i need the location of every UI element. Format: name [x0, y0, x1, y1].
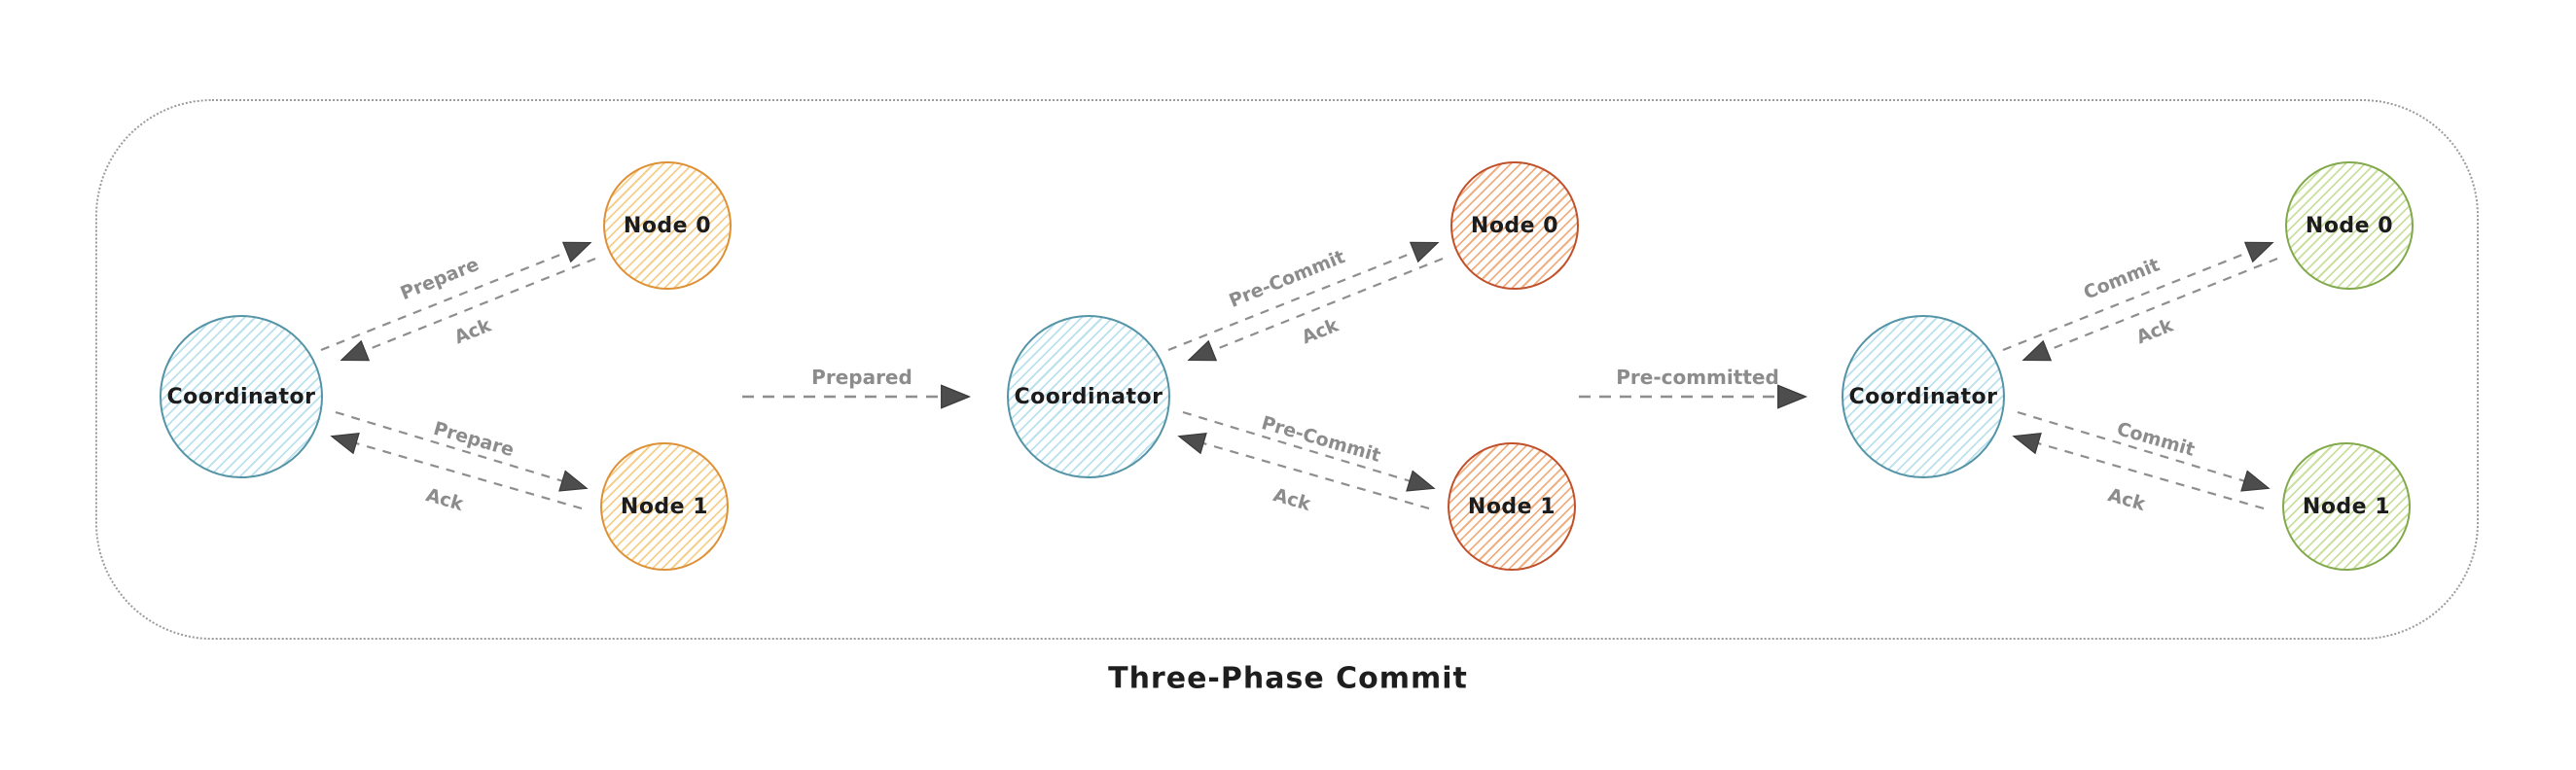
phase3-coordinator-label: Coordinator	[1848, 384, 1998, 409]
phase2-coordinator-node: Coordinator	[1007, 315, 1170, 478]
phase2-send-arrow-node1	[1182, 410, 1433, 488]
transition-label-prepared: Prepared	[811, 366, 912, 389]
phase3-coordinator-node: Coordinator	[1842, 315, 2005, 478]
phase1-node-1: Node 1	[600, 442, 729, 571]
phase3-send-arrow-node1	[2017, 410, 2268, 488]
phase3-ack-arrow-node0	[2024, 257, 2278, 360]
phase1-node-0-label: Node 0	[623, 213, 712, 238]
phase1-send-arrow-node1	[335, 410, 586, 488]
phase2-node-1-label: Node 1	[1467, 494, 1556, 519]
phase2-ack-arrow-node0	[1190, 257, 1444, 360]
phase3-node-0-label: Node 0	[2305, 213, 2394, 238]
phase1-ack-arrow-node1	[333, 437, 583, 510]
phase2-node-0-label: Node 0	[1470, 213, 1559, 238]
phase1-node-1-label: Node 1	[620, 494, 709, 519]
transition-label-precommitted: Pre-committed	[1616, 366, 1779, 389]
phase3-node-1-label: Node 1	[2302, 494, 2391, 519]
phase2-ack-arrow-node1	[1180, 437, 1430, 510]
diagram-title: Three-Phase Commit	[1108, 661, 1468, 696]
phase3-node-0: Node 0	[2285, 161, 2414, 290]
phase1-ack-arrow-node0	[342, 257, 596, 360]
phase1-node-0: Node 0	[603, 161, 732, 290]
diagram-frame	[95, 99, 2479, 640]
phase3-ack-arrow-node1	[2015, 437, 2265, 510]
phase2-node-0: Node 0	[1450, 161, 1579, 290]
phase2-coordinator-label: Coordinator	[1014, 384, 1163, 409]
phase1-coordinator-label: Coordinator	[166, 384, 316, 409]
phase3-node-1: Node 1	[2282, 442, 2411, 571]
phase2-node-1: Node 1	[1448, 442, 1576, 571]
phase1-coordinator-node: Coordinator	[160, 315, 323, 478]
